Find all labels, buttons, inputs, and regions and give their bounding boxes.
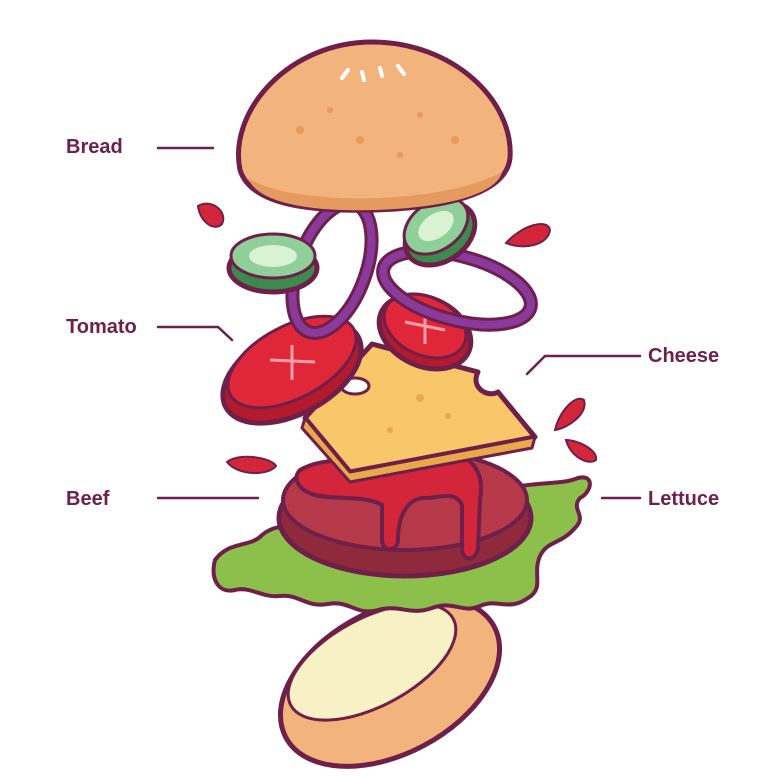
cheese-label: Cheese: [648, 345, 720, 367]
bread-label: Bread: [66, 136, 123, 158]
leader-lines: [156, 146, 642, 500]
tomato-label: Tomato: [66, 316, 137, 338]
tomato-slice-left: [220, 314, 364, 426]
top-bun: [236, 39, 513, 213]
tomato-leader-line: [156, 325, 234, 342]
cucumber-slice-right: [402, 196, 478, 268]
ketchup-drops: [196, 202, 598, 474]
beef-label: Beef: [66, 488, 110, 510]
cheese-slice: [300, 341, 538, 484]
cheese-leader-line: [525, 354, 642, 376]
lettuce-label: Lettuce: [648, 488, 720, 510]
cucumber-slice-left: [226, 232, 320, 295]
bottom-bun: [277, 595, 503, 769]
